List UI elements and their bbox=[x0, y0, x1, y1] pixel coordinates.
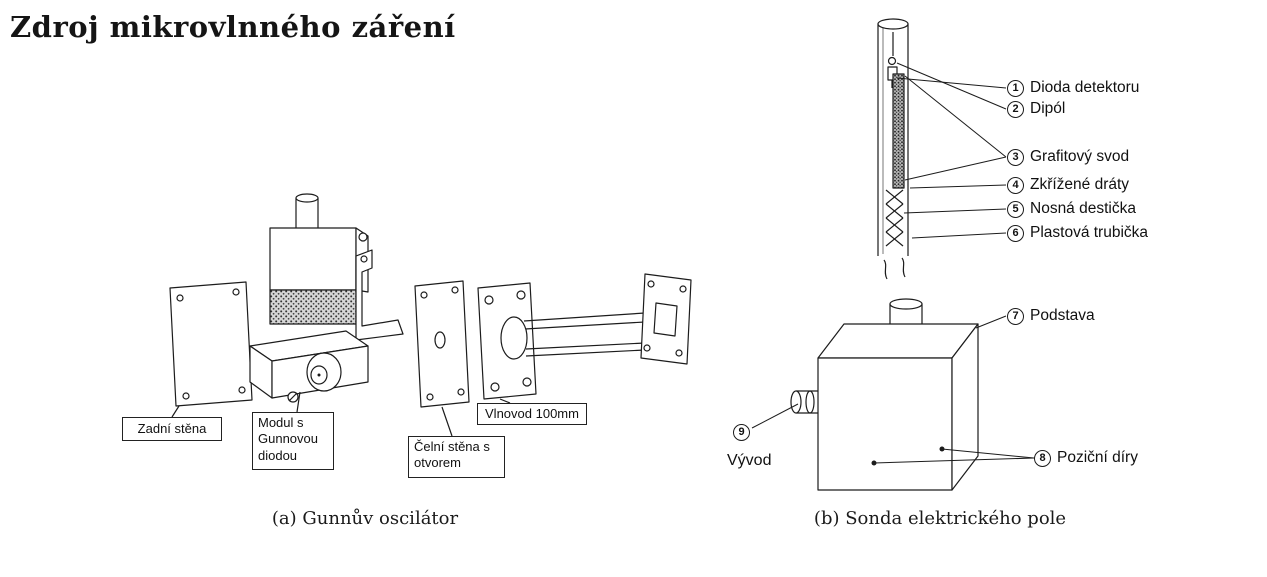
back-wall-plate bbox=[169, 281, 253, 418]
callout-4-badge: 4 bbox=[1007, 176, 1024, 194]
figure-b-caption: (b) Sonda elektrického pole bbox=[813, 508, 1067, 529]
crossed-wires bbox=[885, 189, 904, 247]
callout-4: 4 Zkřížené dráty bbox=[1007, 176, 1129, 194]
callout-7-label: Podstava bbox=[1030, 307, 1095, 324]
callout-8-label: Poziční díry bbox=[1057, 449, 1138, 466]
label-gunn-module: Modul s Gunnovou diodou bbox=[252, 412, 334, 470]
callout-7: 7 Podstava bbox=[1007, 307, 1095, 325]
callout-leader-lines bbox=[751, 62, 1035, 464]
graphite-strip bbox=[892, 73, 905, 189]
label-back-wall: Zadní stěna bbox=[122, 417, 222, 441]
callout-9: 9 bbox=[733, 423, 750, 441]
callout-8-badge: 8 bbox=[1034, 449, 1051, 467]
base-box bbox=[817, 298, 979, 491]
callout-7-badge: 7 bbox=[1007, 307, 1024, 325]
callout-2-label: Dipól bbox=[1030, 100, 1066, 117]
callout-6-badge: 6 bbox=[1007, 224, 1024, 242]
callout-5: 5 Nosná destička bbox=[1007, 200, 1136, 218]
callout-6-label: Plastová trubička bbox=[1030, 224, 1149, 241]
gunn-diode-module bbox=[249, 193, 404, 413]
callout-3: 3 Grafitový svod bbox=[1007, 148, 1129, 166]
tube-break-marks bbox=[883, 257, 906, 280]
label-waveguide: Vlnovod 100mm bbox=[477, 403, 587, 425]
callout-3-label: Grafitový svod bbox=[1030, 148, 1130, 165]
gunn-oscillator-drawing bbox=[169, 193, 692, 437]
callout-5-label: Nosná destička bbox=[1030, 200, 1136, 217]
output-connector bbox=[790, 390, 818, 414]
probe-tube bbox=[877, 18, 909, 256]
page-title: Zdroj mikrovlnného záření bbox=[10, 10, 456, 44]
label-front-wall: Čelní stěna s otvorem bbox=[408, 436, 505, 478]
detector-diode bbox=[887, 32, 898, 88]
figure-a-caption: (a) Gunnův oscilátor bbox=[271, 508, 459, 529]
callout-3-badge: 3 bbox=[1007, 148, 1024, 166]
callout-4-label: Zkřížené dráty bbox=[1030, 176, 1130, 193]
callout-2-badge: 2 bbox=[1007, 100, 1024, 118]
callout-8: 8 Poziční díry bbox=[1034, 449, 1138, 467]
callout-5-badge: 5 bbox=[1007, 200, 1024, 218]
callout-1-badge: 1 bbox=[1007, 79, 1024, 97]
callout-6: 6 Plastová trubička bbox=[1007, 224, 1148, 242]
field-probe-drawing bbox=[751, 18, 1035, 491]
callout-9-label: Vývod bbox=[727, 452, 772, 469]
waveguide bbox=[477, 273, 692, 404]
callout-2: 2 Dipól bbox=[1007, 100, 1065, 118]
callout-1: 1 Dioda detektoru bbox=[1007, 79, 1139, 97]
front-wall-plate bbox=[414, 280, 470, 437]
callout-9-badge: 9 bbox=[733, 423, 750, 441]
callout-1-label: Dioda detektoru bbox=[1030, 79, 1140, 96]
